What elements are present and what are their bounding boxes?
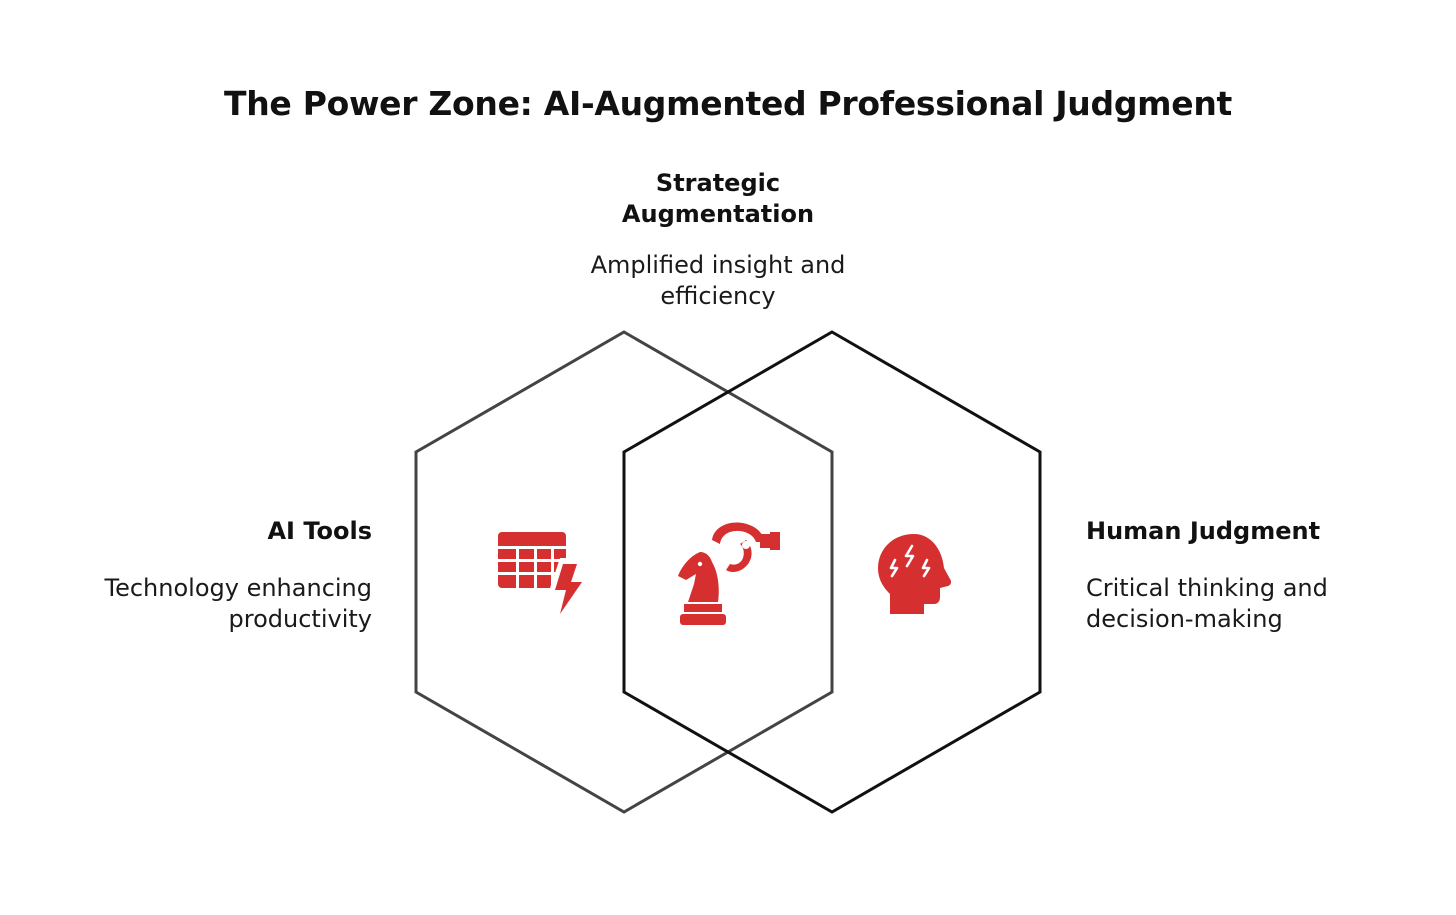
human-judgment-desc-line2: decision-making — [1086, 605, 1283, 633]
ai-tools-desc-line1: Technology enhancing — [104, 574, 372, 602]
strategic-augmentation-label: Strategic Augmentation Amplified insight… — [518, 168, 918, 312]
human-judgment-desc-line1: Critical thinking and — [1086, 574, 1328, 602]
robot-arm-chess-knight-icon — [678, 522, 780, 625]
ai-tools-label: AI Tools Technology enhancing productivi… — [20, 516, 372, 635]
right-hexagon — [622, 330, 1042, 814]
strategic-augmentation-title-line2: Augmentation — [621, 200, 815, 228]
left-hexagon — [414, 330, 834, 814]
human-judgment-label: Human Judgment Critical thinking and dec… — [1086, 516, 1446, 635]
strategic-augmentation-desc-line2: efficiency — [660, 282, 776, 310]
strategic-augmentation-title-line1: Strategic — [655, 169, 781, 197]
strategic-augmentation-desc-line1: Amplified insight and — [590, 251, 846, 279]
ai-tools-title: AI Tools — [267, 517, 372, 545]
ai-tools-desc-line2: productivity — [228, 605, 372, 633]
head-brain-storm-icon — [878, 534, 952, 614]
human-judgment-title: Human Judgment — [1086, 517, 1321, 545]
table-lightning-icon — [498, 532, 588, 618]
page-title: The Power Zone: AI-Augmented Professiona… — [224, 84, 1232, 123]
